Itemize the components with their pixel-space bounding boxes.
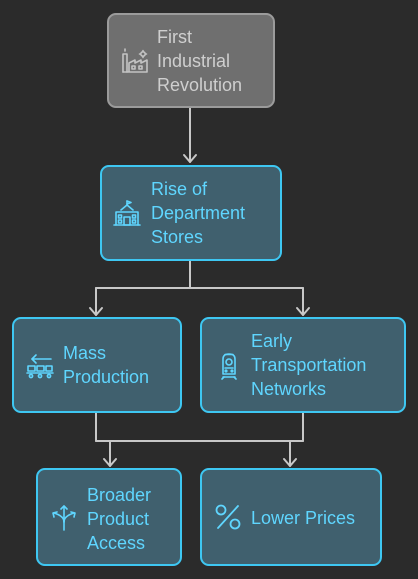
node-label: Mass Production: [63, 343, 150, 387]
node-label: Lower Prices: [251, 508, 356, 528]
node-lower-prices[interactable]: Lower Prices: [200, 468, 382, 566]
branching-arrows-icon: [49, 502, 79, 532]
percent-icon: [213, 502, 243, 532]
arrowhead-broader-access: [103, 458, 117, 467]
node-label: First Industrial Revolution: [157, 27, 243, 95]
conveyor-belt-icon: [25, 350, 55, 380]
arrowhead-mass-production: [89, 307, 103, 316]
node-early-transportation-networks[interactable]: Early Transportation Networks: [200, 317, 406, 413]
department-store-icon: [112, 198, 142, 228]
node-broader-product-access[interactable]: Broader Product Access: [36, 468, 182, 566]
node-label: Rise of Department Stores: [151, 179, 246, 247]
node-label: Early Transportation Networks: [251, 331, 367, 399]
train-icon: [214, 350, 244, 380]
arrowhead-lower-prices: [283, 458, 297, 467]
factory-icon: [120, 46, 150, 76]
node-mass-production[interactable]: Mass Production: [12, 317, 182, 413]
node-label: Broader Product Access: [87, 485, 152, 553]
node-first-industrial-revolution[interactable]: First Industrial Revolution: [107, 13, 275, 108]
arrowhead-transportation: [296, 307, 310, 316]
node-rise-of-department-stores[interactable]: Rise of Department Stores: [100, 165, 282, 261]
arrowhead-stores: [183, 154, 197, 163]
